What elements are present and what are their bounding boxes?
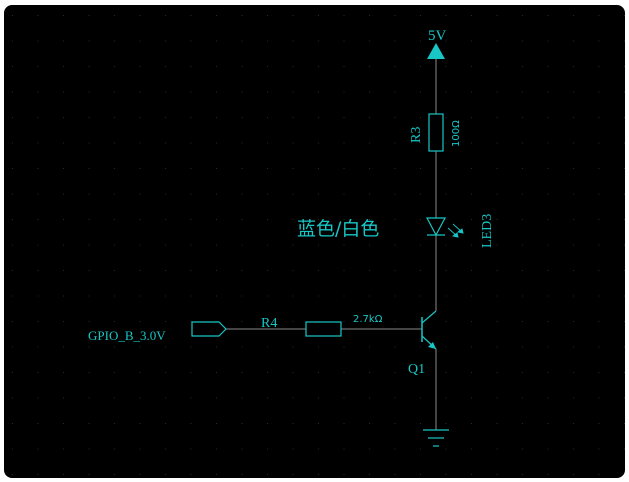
net-port-gpio: GPIO_B_3.0V — [88, 321, 227, 343]
led-color-note: 蓝色/白色 — [297, 218, 379, 240]
r4-ref-label: R4 — [261, 316, 277, 331]
r4-body — [305, 321, 342, 337]
net-port-icon — [191, 321, 227, 337]
r3-ref-label: R3 — [409, 127, 424, 143]
q1-ref-label: Q1 — [408, 362, 425, 377]
led-led3: LED3 蓝色/白色 — [297, 214, 495, 248]
r4-value-label: 2.7kΩ — [353, 314, 383, 325]
led-ref-label: LED3 — [480, 214, 495, 248]
led-light-arrows-icon — [447, 223, 464, 238]
resistor-r3: R3 100Ω — [409, 113, 462, 152]
power-5v-symbol: 5V — [427, 28, 447, 59]
r3-body — [428, 113, 444, 152]
wires — [226, 59, 437, 430]
power-arrow-icon — [427, 43, 445, 59]
q1-collector-leg — [421, 310, 437, 324]
schematic-canvas: 5V R3 100Ω LED3 蓝色/白色 GPIO_B_3.0V R4 2.7… — [4, 5, 625, 478]
transistor-q1: Q1 — [408, 310, 437, 377]
resistor-r4: R4 2.7kΩ — [261, 314, 383, 337]
net-label: GPIO_B_3.0V — [88, 328, 166, 343]
grid-dots — [12, 15, 625, 475]
ground-icon — [423, 429, 449, 447]
led-triangle-icon — [426, 217, 446, 237]
q1-emitter-arrow-icon — [428, 342, 436, 349]
schematic-svg: 5V R3 100Ω LED3 蓝色/白色 GPIO_B_3.0V R4 2.7… — [12, 15, 625, 475]
r3-value-label: 100Ω — [451, 120, 462, 147]
power-label: 5V — [428, 28, 447, 44]
